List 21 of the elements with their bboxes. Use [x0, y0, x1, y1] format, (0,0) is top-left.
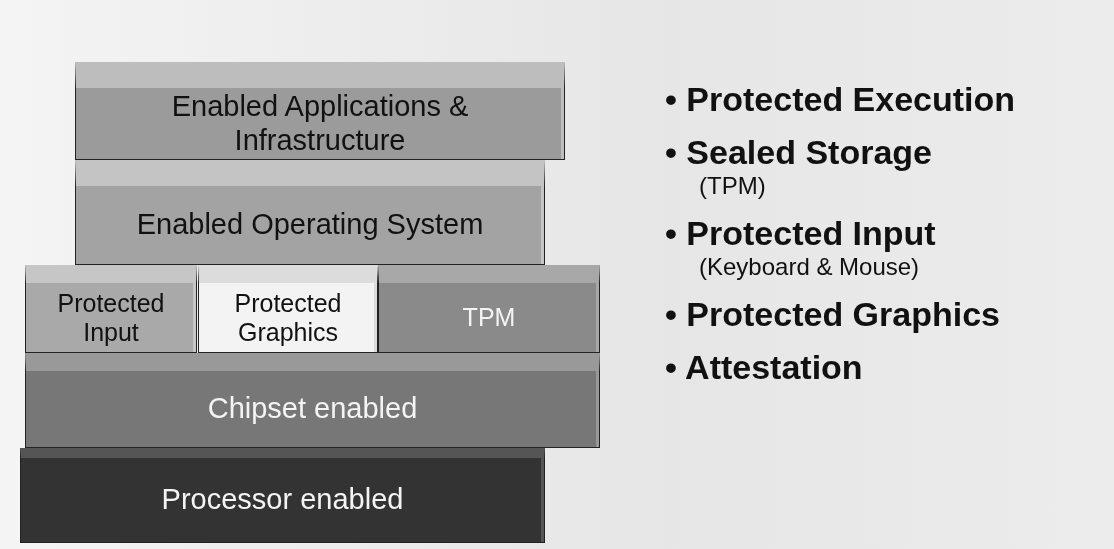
layer-label: Enabled Applications & Infrastructure — [170, 90, 470, 157]
layer-label: Enabled Operating System — [136, 208, 484, 242]
layer-label: TPM — [462, 303, 516, 332]
layer-label: Protected Graphics — [233, 288, 343, 347]
layer-label: Chipset enabled — [207, 392, 418, 426]
layer-block — [75, 160, 545, 265]
layer-block — [25, 353, 600, 448]
bullet-heading: • Protected Graphics — [665, 295, 1000, 334]
component-block — [378, 265, 600, 353]
component-block — [198, 265, 378, 353]
bullet-heading: • Attestation — [665, 348, 863, 387]
layer-label: Protected Input — [56, 288, 166, 347]
component-block — [25, 265, 197, 353]
layer-label: Processor enabled — [161, 483, 404, 517]
bullet-heading: • Protected Input — [665, 214, 936, 253]
bullet-note: (TPM) — [699, 172, 767, 200]
bullet-note: (Keyboard & Mouse) — [699, 253, 921, 281]
layer-block — [20, 448, 545, 543]
bullet-heading: • Sealed Storage — [665, 133, 932, 172]
bullet-heading: • Protected Execution — [665, 80, 1016, 119]
layer-block — [75, 62, 565, 160]
